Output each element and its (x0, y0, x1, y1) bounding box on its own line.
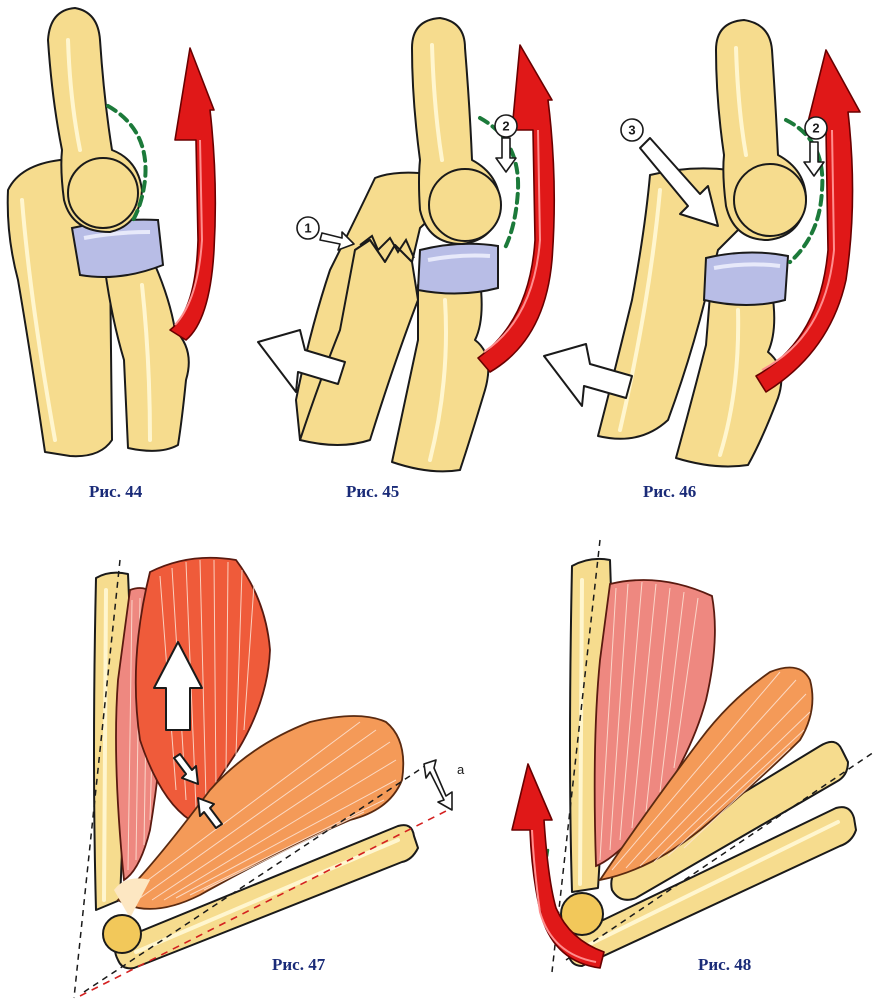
fig45-crack-pointer-arrow (319, 231, 355, 251)
caption-fig-46: Рис. 46 (643, 482, 697, 501)
fig47-axis-diagonal (83, 763, 429, 993)
fig47-small-arrow-down (173, 753, 199, 785)
fig47-distance-label: a (457, 762, 465, 777)
figure-46-drawing: 3 2 (543, 19, 861, 468)
fig46-force-arrow (543, 343, 633, 407)
fig47-distance-arrow (423, 759, 453, 811)
caption-fig-47: Рис. 47 (272, 955, 326, 974)
fig46-marker-2 (804, 116, 828, 140)
fig45-marker-2-label: 2 (502, 119, 509, 134)
fig45-marker-1 (296, 216, 320, 240)
figure-45-drawing: 1 2 (257, 17, 556, 473)
fig45-marker-1-label: 1 (304, 221, 311, 236)
figure-47-drawing: a (73, 556, 465, 999)
fig46-marker-2-label: 2 (812, 121, 819, 136)
fig47-up-arrow (153, 641, 203, 731)
fig46-impact-arrow (639, 137, 719, 227)
fig45-joint-head (428, 168, 502, 242)
fig45-marker-2 (494, 114, 518, 138)
fig46-capsule-outline (784, 118, 825, 264)
fig46-joint-head (733, 163, 807, 237)
caption-fig-48: Рис. 48 (698, 955, 752, 974)
fig45-shaft (299, 239, 419, 446)
fig45-ligament-arrow (477, 44, 556, 373)
fig47-joint-ball (102, 914, 142, 954)
fig46-marker-3-label: 3 (628, 123, 635, 138)
fig44-capsule-outline (106, 104, 148, 224)
fig46-marker-3 (620, 118, 644, 142)
fig45-cartilage (416, 242, 499, 295)
fig48-ligament-arrow (511, 763, 605, 969)
fig48-axis-diagonal (565, 751, 875, 961)
fig45-lower-bone (391, 279, 490, 473)
fig44-joint-head (67, 157, 139, 229)
fig45-fracture-line (359, 234, 415, 259)
fig44-ligament-arrow (169, 47, 217, 341)
fig45-force-arrow (257, 329, 346, 393)
fig46-cartilage (702, 251, 790, 306)
fig46-lower-bone (675, 291, 783, 468)
caption-fig-44: Рис. 44 (89, 482, 143, 501)
figure-48-drawing (511, 539, 875, 973)
caption-fig-45: Рис. 45 (346, 482, 400, 501)
fig47-small-arrow-up (197, 797, 223, 829)
fig47-axis-red (79, 807, 453, 997)
fig45-pressure-arrow (495, 137, 517, 173)
fig47-tendon-flare (114, 878, 150, 918)
fig46-ligament-arrow (755, 49, 861, 393)
fig46-pressure-arrow (803, 141, 825, 177)
fig48-joint-ball (560, 892, 604, 936)
figure-44-drawing (6, 7, 217, 458)
fig47-axis-vertical (73, 559, 121, 999)
